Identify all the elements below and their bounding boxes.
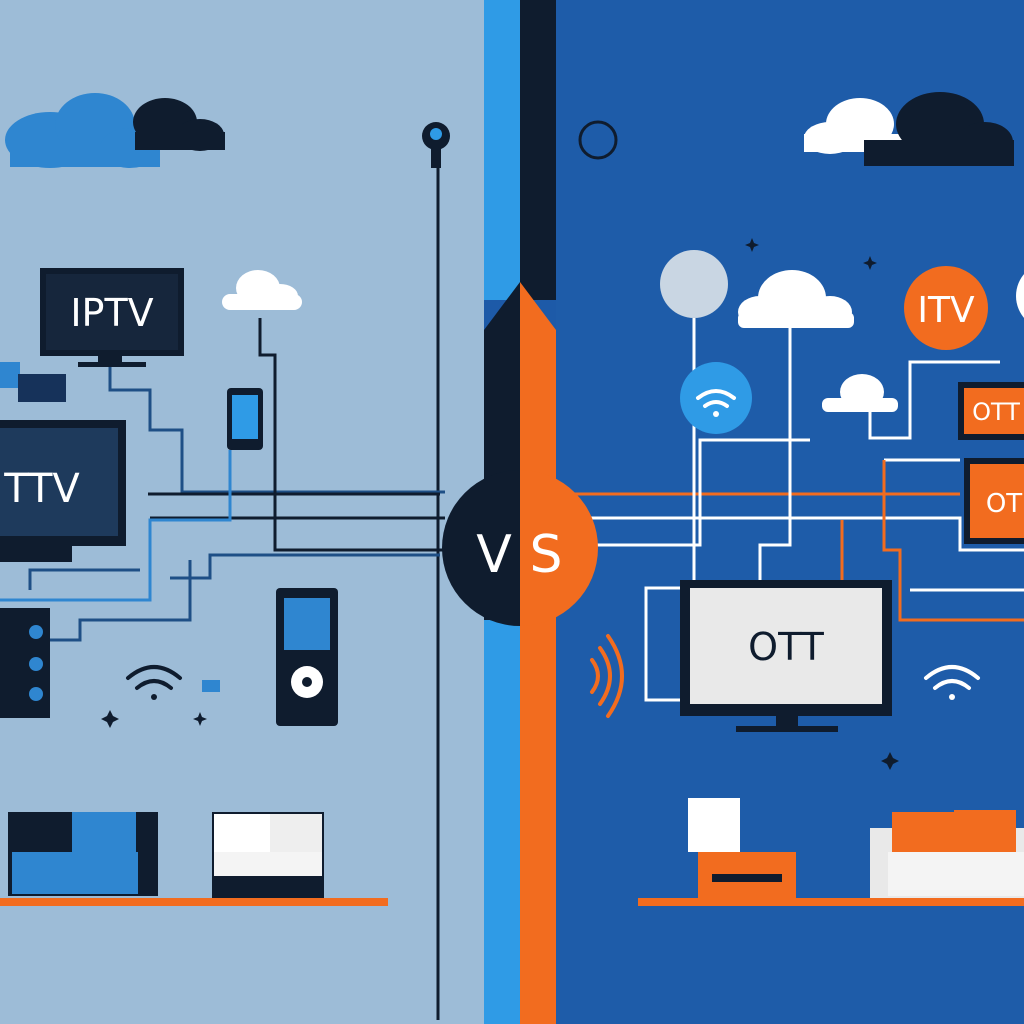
ott-monitor-small-2: OT [964, 458, 1024, 544]
wifi-badge [680, 362, 752, 434]
cloud-icon [864, 92, 1014, 166]
signal-icon [590, 634, 624, 718]
set-top-box [18, 374, 66, 402]
usb-plug-icon [202, 680, 220, 692]
divider-strip-navy-top [520, 0, 556, 300]
cloud-icon [822, 374, 898, 412]
dresser-icon [698, 852, 796, 900]
speaker-icon [0, 608, 50, 718]
iptv-monitor: IPTV [40, 268, 184, 367]
wifi-icon [126, 665, 182, 700]
partial-badge [1016, 274, 1024, 318]
cloud-icon [5, 93, 160, 168]
ttv-monitor-label: TTV [3, 466, 80, 512]
ott-monitor-main: OTT [680, 580, 892, 732]
vs-badge: V S [442, 470, 598, 626]
vs-letter-s: S [529, 525, 562, 585]
cloud-icon [738, 270, 854, 328]
lamp-icon [688, 798, 740, 852]
sparkle-icons [101, 238, 899, 770]
ott-monitor-small-1: OTT [958, 382, 1024, 440]
smartphone-icon [227, 388, 263, 450]
media-player-icon [276, 588, 338, 726]
itv-badge: ITV [904, 266, 988, 350]
globe-icon [660, 250, 728, 318]
network-wires-right [560, 318, 1024, 702]
ott-monitor-main-label: OTT [748, 625, 824, 669]
shelf-left [0, 898, 388, 906]
router-device [0, 362, 20, 388]
divider-strip-blue-top [484, 0, 520, 300]
shelf-right [638, 898, 1024, 906]
vs-letter-v: V [476, 525, 512, 585]
network-wires-left [0, 168, 445, 1020]
itv-badge-label: ITV [917, 290, 975, 331]
tv-stand-icon [212, 812, 324, 900]
ott-monitor-small-1-label: OTT [972, 398, 1020, 426]
cloud-icon [133, 98, 225, 151]
sofa-icon [870, 810, 1024, 898]
ttv-monitor: TTV [0, 420, 126, 562]
wifi-icon [924, 665, 980, 700]
divider-arrow-orange [520, 282, 556, 1024]
sofa-icon [8, 812, 158, 896]
lightbulb-icon [422, 122, 450, 168]
cloud-icon [222, 270, 302, 310]
iptv-monitor-label: IPTV [70, 291, 153, 335]
divider-strip-blue-bottom [484, 620, 520, 1024]
ott-monitor-small-2-label: OT [986, 489, 1022, 519]
ring-icon [578, 120, 618, 160]
